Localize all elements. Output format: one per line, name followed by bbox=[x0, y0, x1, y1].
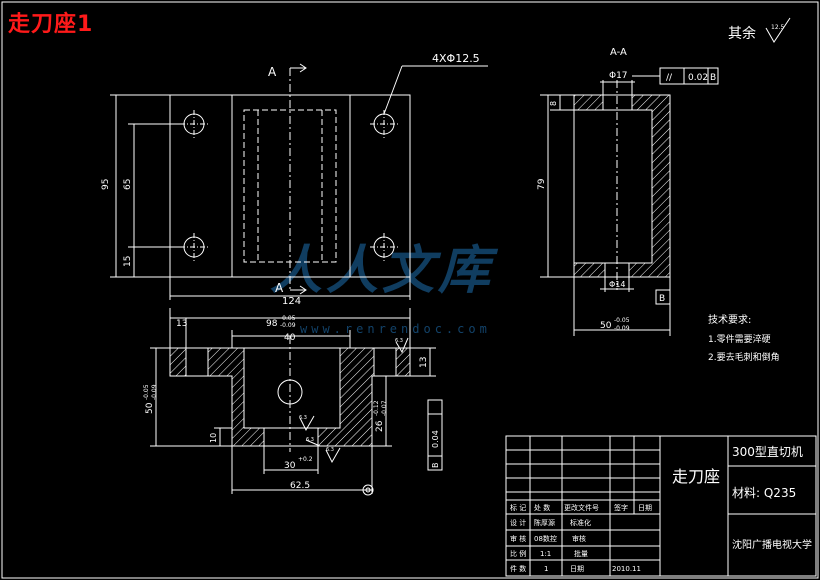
section-label-a-bottom: A bbox=[275, 281, 284, 295]
dim-section-width-tol-lower: -0.09 bbox=[614, 325, 630, 332]
tb-header: 签字 bbox=[614, 503, 628, 512]
title-part-name: 走刀座 bbox=[672, 467, 720, 486]
watermark-url: www.renrendoc.com bbox=[300, 322, 491, 336]
title-machine: 300型直切机 bbox=[732, 445, 803, 459]
watermark-logo: 人人文库 bbox=[270, 241, 495, 301]
tb-cell: 设 计 bbox=[510, 518, 526, 527]
section-label: A-A bbox=[610, 47, 627, 58]
flatness-value: 0.04 bbox=[431, 430, 440, 448]
tb-header: 更改文件号 bbox=[564, 503, 599, 512]
roughness-note-value: 12.5 bbox=[771, 24, 785, 31]
dim-26-tol-lower: -0.07 bbox=[381, 400, 388, 416]
dim-10: 10 bbox=[209, 433, 218, 443]
dim-top-8: 8 bbox=[549, 101, 558, 106]
dim-40: 40 bbox=[284, 333, 296, 343]
tb-cell: 审核 bbox=[572, 534, 586, 543]
roughness-note-label: 其余 bbox=[728, 25, 756, 42]
tb-header: 处 数 bbox=[534, 503, 550, 512]
datum-label: B bbox=[659, 294, 665, 304]
tolerance-symbol: // bbox=[666, 73, 673, 83]
dim-width-124: 124 bbox=[282, 296, 301, 307]
dim-30: 30 bbox=[284, 461, 296, 471]
dim-hole-spacing: 65 bbox=[123, 179, 133, 190]
hole-callout: 4XΦ12.5 bbox=[432, 52, 480, 65]
roughness-d: 6.3 bbox=[306, 437, 314, 443]
dim-bore-bottom: Φ14 bbox=[609, 280, 625, 289]
dim-section-width-tol-upper: -0.05 bbox=[614, 317, 630, 324]
tolerance-datum: B bbox=[710, 73, 716, 83]
roughness-symbol-icon bbox=[765, 17, 791, 43]
tb-cell: 1 bbox=[544, 565, 548, 573]
dim-bottom-15: 15 bbox=[123, 256, 133, 267]
dim-62-5: 62.5 bbox=[290, 481, 310, 491]
tolerance-value: 0.02 bbox=[688, 73, 708, 83]
tb-header: 标 记 bbox=[510, 503, 526, 512]
dim-13-left: 13 bbox=[176, 319, 187, 329]
dim-bore-top: Φ17 bbox=[609, 71, 628, 81]
tb-cell: 日期 bbox=[570, 565, 584, 573]
tb-cell: 批量 bbox=[574, 549, 588, 558]
tb-cell: 陈厚源 bbox=[534, 518, 555, 527]
dim-98: 98 bbox=[266, 319, 278, 329]
front-view bbox=[110, 63, 488, 300]
dim-50-tol-upper: -0.05 bbox=[143, 384, 150, 400]
tb-cell: 2010.11 bbox=[612, 565, 641, 573]
roughness-b: 6.3 bbox=[326, 447, 334, 453]
tech-req-line2: 2.要去毛刺和倒角 bbox=[708, 351, 780, 363]
section-label-a-top: A bbox=[268, 65, 277, 79]
roughness-a: 6.3 bbox=[299, 415, 307, 421]
section-view bbox=[540, 67, 719, 336]
roughness-c: 6.3 bbox=[395, 338, 403, 344]
title-material: 材料: Q235 bbox=[732, 486, 796, 500]
tb-cell: 1:1 bbox=[540, 550, 551, 558]
tb-cell: 08数控 bbox=[534, 534, 557, 543]
dim-total-height: 95 bbox=[101, 179, 111, 190]
dim-30-tol: +0.2 bbox=[298, 456, 313, 463]
tech-req-title: 技术要求: bbox=[708, 313, 751, 326]
dim-98-tol-lower: -0.09 bbox=[280, 322, 296, 329]
dim-26-tol-upper: -0.12 bbox=[373, 400, 380, 416]
tb-header: 日期 bbox=[638, 504, 652, 512]
dim-section-width: 50 bbox=[600, 321, 612, 331]
bottom-view bbox=[150, 308, 443, 496]
tech-req-line1: 1.零件需要淬硬 bbox=[708, 333, 771, 345]
drawing-title: 走刀座1 bbox=[8, 12, 94, 37]
tb-cell: 比 例 bbox=[510, 549, 526, 558]
dim-50-tol-lower: -0.09 bbox=[151, 384, 158, 400]
tb-cell: 件 数 bbox=[510, 564, 526, 573]
tb-cell: 审 核 bbox=[510, 534, 526, 543]
dim-26: 26 bbox=[375, 420, 385, 432]
flatness-datum: B bbox=[431, 463, 440, 469]
tb-cell: 标准化 bbox=[570, 518, 591, 527]
dim-98-tol-upper: -0.05 bbox=[280, 315, 296, 322]
dim-height-79: 79 bbox=[537, 178, 547, 190]
title-block bbox=[505, 435, 817, 577]
dim-13-right: 13 bbox=[419, 357, 429, 368]
title-school: 沈阳广播电视大学 bbox=[732, 538, 812, 551]
dim-50: 50 bbox=[145, 402, 155, 414]
